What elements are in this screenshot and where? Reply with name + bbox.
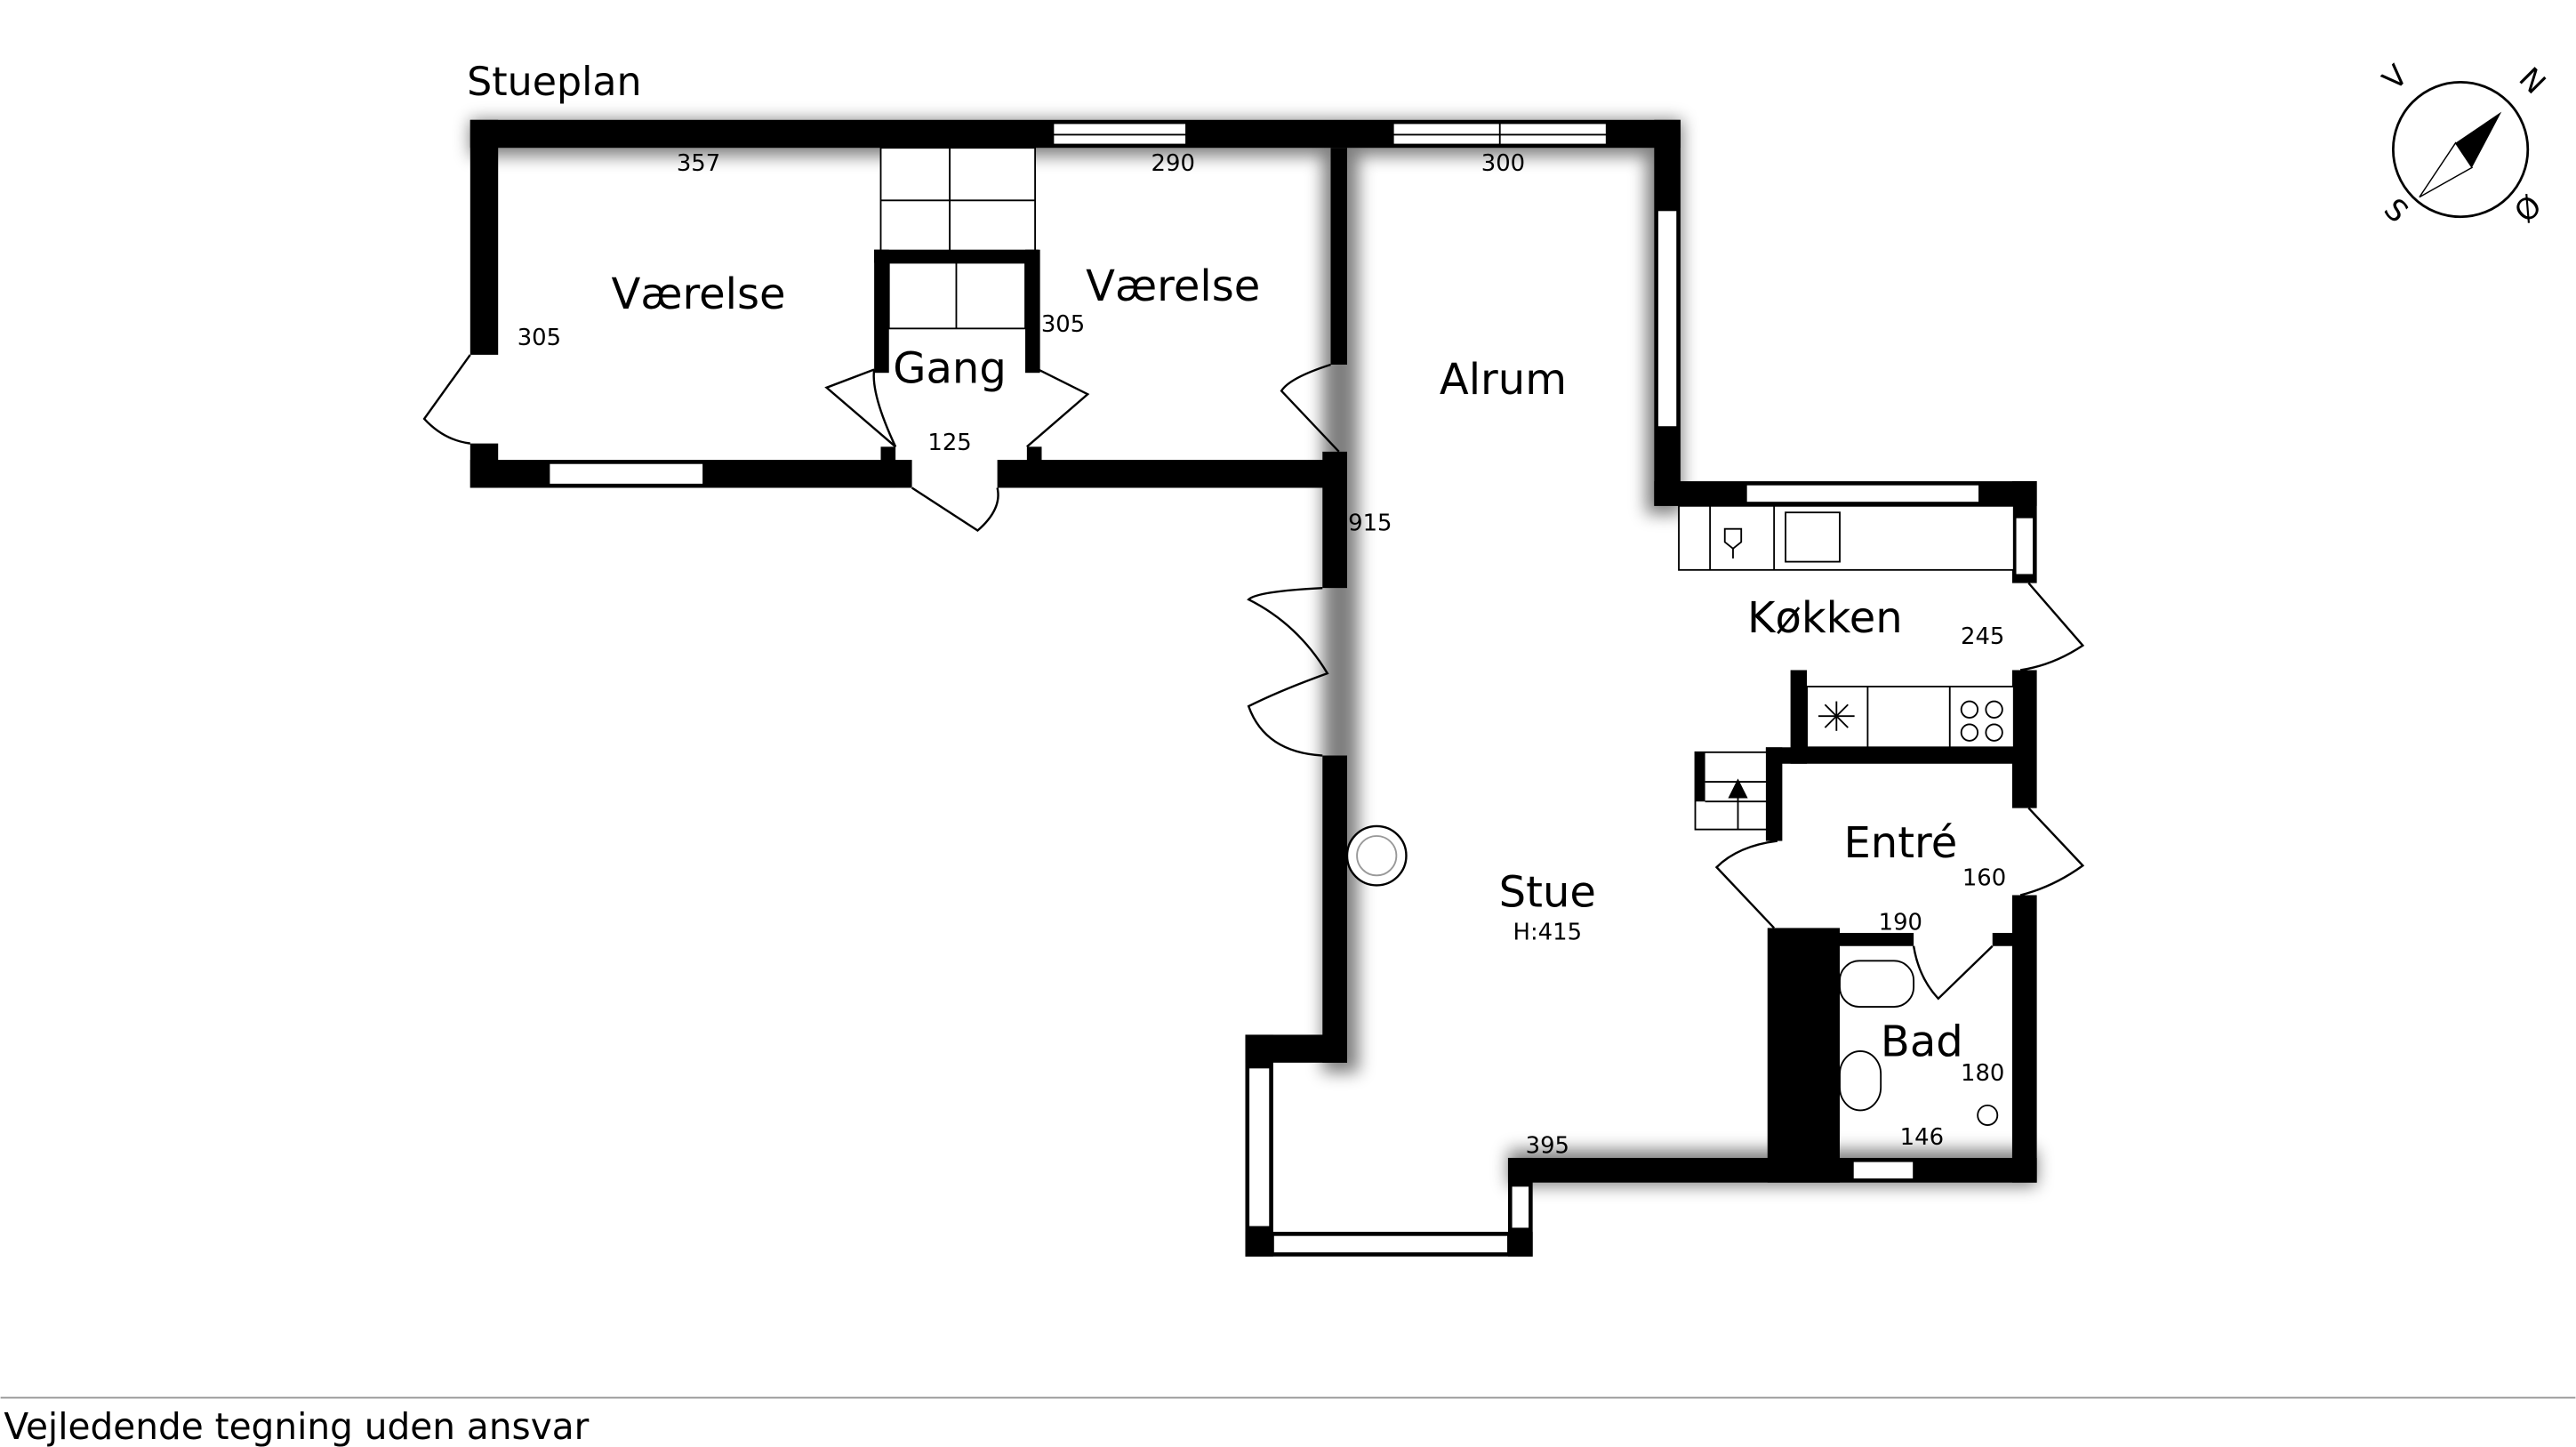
dim-vaerelse-1-width: 357 (677, 150, 720, 177)
compass-south: S (2378, 191, 2416, 229)
dim-stue-width: 395 (1526, 1132, 1569, 1159)
dishwasher-icon (1723, 527, 1743, 559)
compass-north: N (2513, 60, 2553, 100)
room-label-vaerelse-2: Værelse (1086, 261, 1260, 311)
dim-vaerelse-1-height: 305 (518, 325, 561, 351)
walls (469, 119, 2037, 1257)
room-label-entre: Entré (1843, 818, 1957, 868)
dim-entre-width: 160 (1962, 864, 2006, 891)
snowflake-icon (1818, 701, 1855, 731)
dim-alrum-width: 300 (1481, 150, 1525, 177)
dim-vaerelse-2-width: 290 (1152, 150, 1195, 177)
dim-bad-width: 146 (1900, 1124, 1944, 1151)
room-label-kokken: Køkken (1747, 593, 1903, 643)
doors (422, 354, 2085, 1001)
dim-entre-height: 190 (1879, 909, 1922, 936)
fixture-icons (1345, 527, 2003, 887)
compass-icon: N V S Ø (2376, 58, 2553, 229)
dim-bad-height: 180 (1961, 1060, 2004, 1087)
compass-west: V (2376, 58, 2415, 97)
room-label-bad: Bad (1881, 1017, 1963, 1066)
room-label-alrum: Alrum (1440, 355, 1567, 405)
hob-icon (1960, 700, 2003, 742)
dim-gang-width: 125 (927, 430, 971, 456)
stue-ceiling-height: H:415 (1513, 919, 1582, 945)
disclaimer-footer: Vejledende tegning uden ansvar (4, 1405, 589, 1447)
compass-east: Ø (2508, 189, 2548, 229)
dim-alrum-height: 915 (1348, 510, 1392, 537)
room-label-gang: Gang (893, 343, 1006, 393)
dim-vaerelse-2-height: 305 (1041, 311, 1085, 338)
room-label-stue: Stue (1499, 867, 1596, 917)
plan-title: Stueplan (467, 60, 642, 105)
dim-kokken-width: 245 (1961, 623, 2004, 650)
room-label-vaerelse-1: Værelse (611, 269, 785, 319)
